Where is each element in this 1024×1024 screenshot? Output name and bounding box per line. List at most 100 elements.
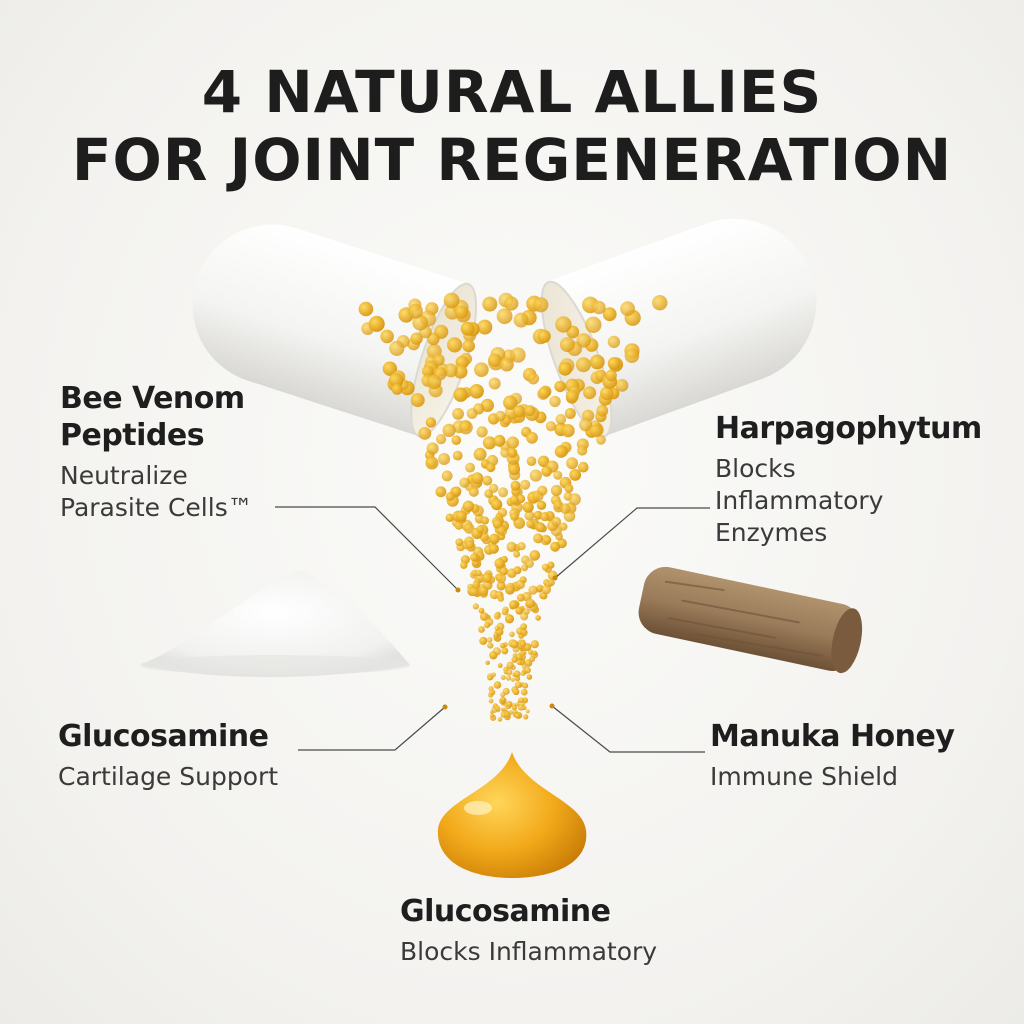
- granule: [526, 519, 535, 529]
- granule: [368, 315, 385, 332]
- granule: [458, 420, 473, 435]
- granule: [459, 477, 470, 488]
- harpagophytum-desc-line-2: Inflammatory: [715, 486, 884, 515]
- granule: [518, 697, 525, 704]
- granule: [443, 363, 458, 378]
- glucosamine-bottom-name: Glucosamine: [400, 894, 611, 929]
- glucosamine-bottom-desc: Blocks Inflammatory: [400, 937, 658, 966]
- granule: [488, 543, 499, 554]
- granule: [513, 566, 522, 575]
- granule: [501, 608, 509, 616]
- granule: [452, 408, 464, 420]
- granule: [474, 362, 489, 378]
- granule: [536, 500, 547, 510]
- granule: [516, 659, 522, 666]
- label-bee-venom: Bee Venom Peptides Neutralize Parasite C…: [60, 380, 320, 524]
- granule: [469, 587, 479, 597]
- granule: [490, 498, 503, 511]
- granule: [498, 487, 509, 498]
- granule: [456, 510, 467, 522]
- glucosamine-powder: [140, 570, 410, 678]
- granule: [510, 640, 519, 649]
- granule: [526, 456, 537, 467]
- granule: [478, 607, 485, 614]
- granule: [494, 558, 505, 569]
- granule: [535, 615, 541, 621]
- granule: [527, 372, 540, 385]
- granule: [491, 672, 497, 677]
- granule: [506, 661, 514, 669]
- granule: [488, 698, 494, 704]
- glucosamine-desc: Cartilage Support: [58, 762, 279, 791]
- granule: [513, 670, 521, 678]
- connector-dot: [552, 575, 558, 581]
- granule: [602, 307, 617, 322]
- connector-gluc: [298, 706, 446, 751]
- manuka-honey-name: Manuka Honey: [710, 719, 955, 754]
- granule: [435, 486, 447, 498]
- granule: [469, 553, 479, 562]
- granule: [521, 564, 529, 572]
- connector-dot: [455, 587, 461, 593]
- granule: [481, 516, 489, 525]
- granule: [520, 612, 529, 621]
- granule: [499, 357, 514, 372]
- granule: [380, 329, 394, 344]
- granule: [532, 650, 537, 656]
- granule: [471, 472, 484, 485]
- granule: [565, 389, 579, 403]
- granule: [454, 521, 463, 530]
- capsule-right: [540, 218, 817, 438]
- granule: [502, 707, 506, 712]
- granule: [500, 643, 506, 649]
- granule: [492, 519, 503, 529]
- granule: [524, 510, 535, 521]
- granule: [477, 319, 493, 335]
- granule: [526, 674, 533, 680]
- granule: [526, 431, 538, 444]
- granule: [523, 714, 529, 720]
- granule: [462, 500, 475, 512]
- granule: [482, 296, 498, 312]
- granule: [476, 426, 488, 438]
- granule: [524, 659, 533, 667]
- granule: [524, 405, 536, 417]
- connector-lines: [275, 506, 710, 753]
- granule: [454, 305, 469, 319]
- granule: [510, 677, 515, 682]
- granule: [497, 507, 508, 518]
- granule: [468, 486, 479, 497]
- granule: [488, 353, 502, 368]
- granule: [540, 511, 550, 522]
- granule: [537, 455, 550, 467]
- granule: [493, 681, 502, 689]
- granule: [575, 357, 591, 373]
- granule: [605, 369, 617, 382]
- manuka-honey-desc: Immune Shield: [710, 762, 898, 791]
- granule: [495, 410, 506, 422]
- granule: [451, 486, 462, 497]
- granule: [652, 295, 668, 311]
- granule: [438, 453, 451, 465]
- granule: [568, 493, 581, 506]
- label-glucosamine-bottom: Glucosamine Blocks Inflammatory: [400, 893, 720, 968]
- granule: [487, 675, 493, 681]
- granule: [509, 495, 519, 505]
- granule: [596, 434, 606, 445]
- granule: [466, 408, 478, 419]
- granule: [511, 705, 517, 711]
- bee-venom-name-line-1: Bee Venom: [60, 381, 245, 416]
- granule: [506, 669, 513, 676]
- granule: [541, 584, 552, 595]
- bee-venom-desc-line-2: Parasite Cells™: [60, 493, 253, 522]
- granule: [559, 522, 568, 531]
- granule: [545, 421, 557, 432]
- granule: [577, 445, 588, 456]
- granule: [579, 418, 593, 432]
- granule: [503, 395, 518, 410]
- granule: [496, 581, 506, 591]
- granule: [566, 457, 579, 470]
- granule: [533, 297, 549, 313]
- granule: [555, 316, 572, 333]
